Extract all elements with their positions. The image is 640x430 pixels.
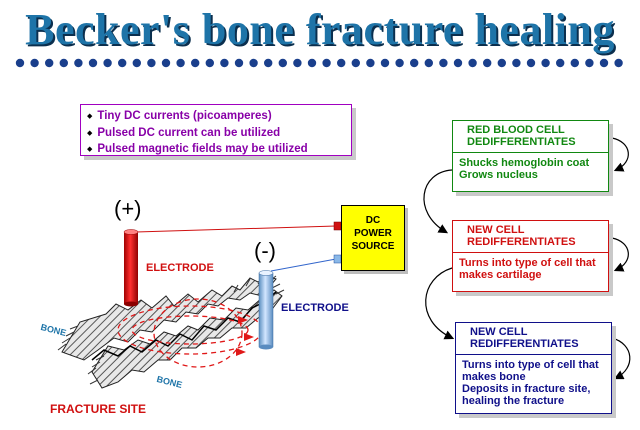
dc-power-source: DC POWER SOURCE — [341, 205, 405, 271]
step-box-1: RED BLOOD CELL DEDIFFERENTIATES Shucks h… — [452, 120, 609, 192]
fracture-site-label: FRACTURE SITE — [50, 402, 146, 416]
positive-electrode-label: ELECTRODE — [146, 262, 214, 274]
bullet-item: Pulsed magnetic fields may be utilized — [87, 142, 351, 159]
negative-electrode — [258, 270, 274, 350]
divider-dot — [439, 58, 448, 68]
divider-dot — [220, 58, 229, 68]
divider-dot — [570, 58, 579, 68]
divider-dot — [176, 58, 185, 68]
bullet-item: Pulsed DC current can be utilized — [87, 126, 351, 143]
negative-terminal — [333, 254, 342, 264]
divider-dot — [132, 58, 141, 68]
step-connectors — [423, 137, 631, 380]
page-title: Becker's bone fracture healing — [25, 5, 615, 54]
divider-dot — [15, 58, 25, 68]
divider-dot — [395, 58, 404, 68]
current-flow-arrows — [236, 316, 254, 356]
divider-dot — [483, 58, 492, 68]
divider-dot — [410, 58, 419, 68]
divider-dot — [526, 58, 536, 68]
bullet-list-box: Tiny DC currents (picoamperes) Pulsed DC… — [80, 104, 352, 156]
bone-illustration — [57, 275, 285, 389]
step-box-3: NEW CELL REDIFFERENTIATES Turns into typ… — [455, 322, 612, 414]
divider-dot — [118, 58, 127, 68]
divider-dot — [191, 58, 200, 68]
divider-dot — [161, 58, 171, 68]
divider-dot — [380, 58, 390, 68]
divider-dot — [45, 58, 54, 68]
positive-electrode — [123, 229, 139, 307]
negative-symbol: (-) — [254, 238, 276, 263]
divider-dot — [30, 58, 39, 68]
divider-dot — [147, 58, 156, 68]
positive-symbol: (+) — [114, 196, 142, 221]
divider-dot — [366, 58, 375, 68]
divider-dot — [59, 58, 68, 68]
divider-dot — [74, 58, 83, 68]
divider-dot — [585, 58, 594, 68]
step-3-heading: NEW CELL REDIFFERENTIATES — [456, 323, 611, 355]
divider-dot — [337, 58, 346, 68]
divider-dot — [293, 58, 302, 68]
divider-dot — [103, 58, 112, 68]
divider-dot — [249, 58, 258, 68]
step-1-heading: RED BLOOD CELL DEDIFFERENTIATES — [453, 121, 608, 153]
divider-dot — [88, 58, 98, 68]
dotted-divider — [15, 58, 623, 68]
divider-dot — [453, 58, 463, 68]
step-3-body: Turns into type of cell that makes bone … — [462, 359, 599, 407]
divider-dot — [307, 58, 317, 68]
divider-dot — [234, 58, 244, 68]
divider-dot — [205, 58, 214, 68]
divider-dot — [278, 58, 287, 68]
negative-wire — [270, 258, 337, 272]
step-box-2: NEW CELL REDIFFERENTIATES Turns into typ… — [452, 220, 609, 292]
step-2-heading: NEW CELL REDIFFERENTIATES — [453, 221, 608, 253]
positive-terminal — [333, 221, 342, 231]
divider-dot — [322, 58, 331, 68]
divider-dot — [556, 58, 565, 68]
divider-dot — [541, 58, 550, 68]
divider-dot — [264, 58, 273, 68]
divider-dot — [497, 58, 506, 68]
divider-dot — [512, 58, 521, 68]
divider-dot — [351, 58, 360, 68]
divider-dot — [424, 58, 433, 68]
step-1-body: Shucks hemoglobin coat Grows nucleus — [459, 157, 590, 181]
positive-wire — [135, 225, 337, 233]
power-label-line3: SOURCE — [351, 241, 395, 252]
bullet-item: Tiny DC currents (picoamperes) — [87, 109, 351, 126]
negative-electrode-label: ELECTRODE — [281, 302, 349, 314]
step-2-body: Turns into type of cell that makes carti… — [459, 257, 596, 281]
divider-dot — [599, 58, 609, 68]
divider-dot — [468, 58, 477, 68]
divider-dot — [614, 58, 623, 68]
power-label-line2: POWER — [354, 228, 392, 239]
power-label-line1: DC — [365, 215, 381, 226]
